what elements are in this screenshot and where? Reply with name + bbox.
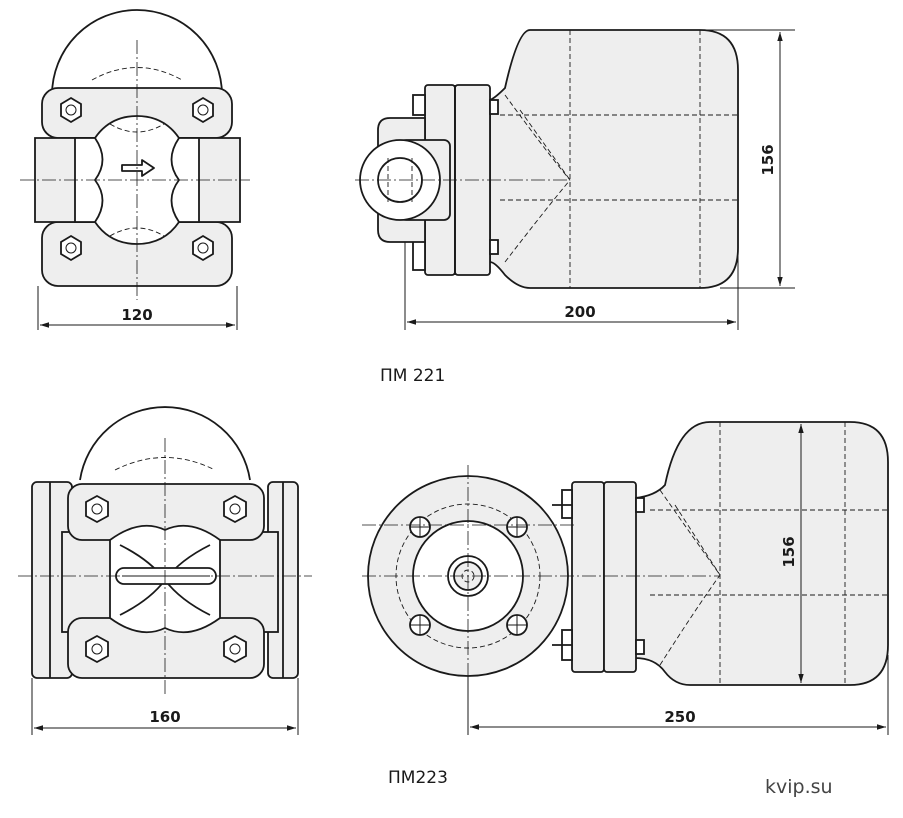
bolt-hole-icon <box>409 516 431 538</box>
bolt-icon <box>85 634 109 664</box>
bolt-hole-icon <box>506 516 528 538</box>
flange-left <box>571 481 605 673</box>
float-chamber <box>489 29 739 289</box>
dimension-label-length: 200 <box>564 303 595 321</box>
bolt-icon <box>192 234 214 262</box>
flow-arrow-icon <box>121 159 155 177</box>
bolt-hole-icon <box>409 614 431 636</box>
bolt-icon <box>223 634 247 664</box>
float-chamber <box>634 421 889 686</box>
dimension-label-height: 156 <box>759 144 777 175</box>
pm221-front-view: 120 <box>20 9 250 330</box>
bolt-icon <box>192 96 214 124</box>
caption-pm223: ПМ223 <box>388 768 448 788</box>
dimension-label-length: 250 <box>664 708 695 726</box>
pm221-side-view: 156 200 <box>355 29 795 330</box>
dimension-label-height: 156 <box>780 536 798 567</box>
dimension-label-width: 160 <box>149 708 180 726</box>
flange-right <box>603 481 637 673</box>
pm223-side-view: 156 250 <box>362 421 889 735</box>
watermark-text: kvip.su <box>765 776 833 798</box>
pm223-front-view: 160 <box>18 406 312 735</box>
bolt-icon <box>85 494 109 524</box>
dimension-label-width: 120 <box>121 306 152 324</box>
bolt-icon <box>60 234 82 262</box>
bolt-icon <box>60 96 82 124</box>
bolt-icon <box>223 494 247 524</box>
bolt-hole-icon <box>506 614 528 636</box>
caption-pm221: ПМ 221 <box>380 366 446 386</box>
